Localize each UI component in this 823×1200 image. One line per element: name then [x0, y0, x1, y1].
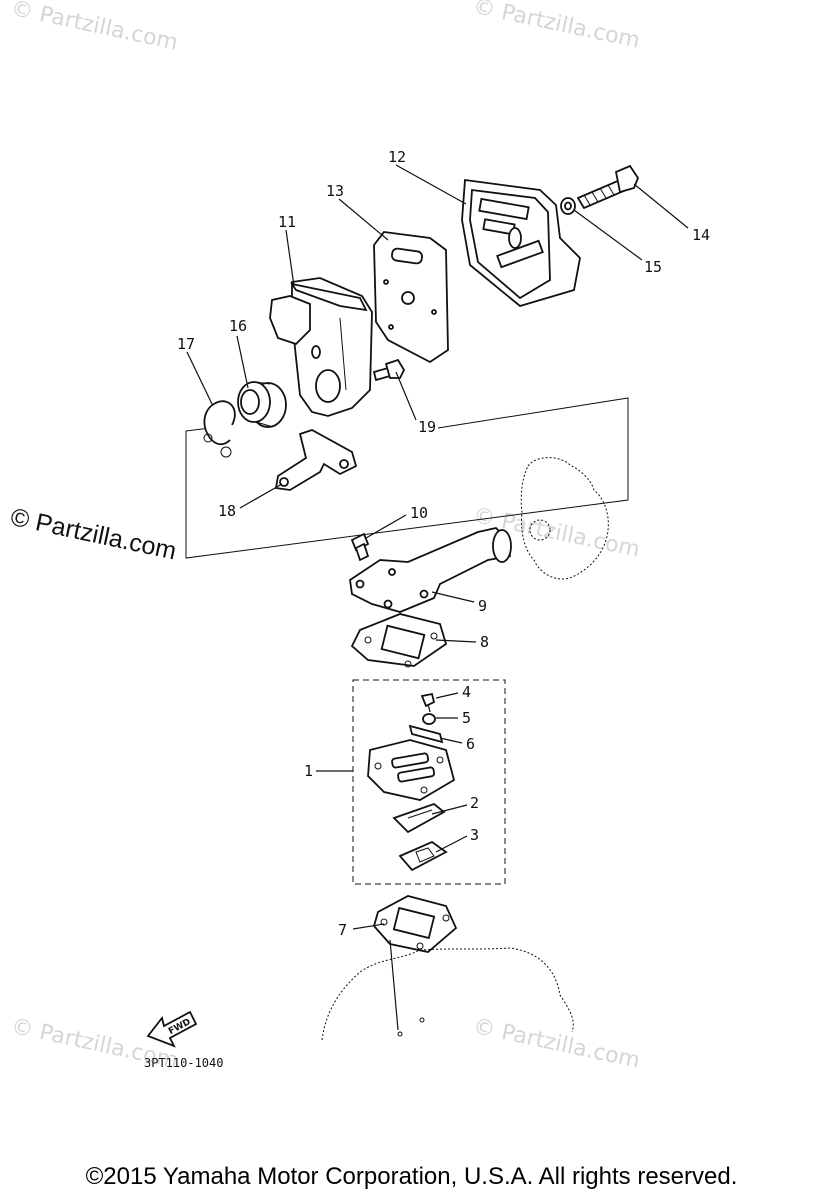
cylinder-outline	[520, 457, 609, 580]
part-11-silencer-case	[269, 277, 373, 417]
part-10-screw	[350, 532, 370, 562]
part-16-joint	[237, 381, 287, 428]
part-label-8: 8	[480, 633, 489, 651]
part-label-15: 15	[644, 258, 662, 276]
part-6-stopper	[408, 724, 444, 744]
crankcase-outline	[321, 947, 574, 1041]
part-9-manifold	[349, 527, 512, 613]
part-5-washer	[422, 713, 436, 725]
part-label-16: 16	[229, 317, 247, 335]
part-label-1: 1	[304, 762, 313, 780]
diagram-code: 3PT110-1040	[144, 1056, 223, 1070]
part-19-screw	[372, 358, 406, 382]
part-label-13: 13	[326, 182, 344, 200]
part-label-6: 6	[466, 735, 475, 753]
part-label-17: 17	[177, 335, 195, 353]
part-4-screw	[420, 692, 436, 713]
part-1-reed-valve-body	[367, 739, 456, 801]
part-label-18: 18	[218, 502, 236, 520]
part-label-10: 10	[410, 504, 428, 522]
part-label-2: 2	[470, 794, 479, 812]
fwd-arrow-icon: FWD	[146, 1010, 198, 1048]
part-label-5: 5	[462, 709, 471, 727]
part-13-filter	[373, 231, 449, 364]
part-label-7: 7	[338, 921, 347, 939]
part-label-4: 4	[462, 683, 471, 701]
group-boundary	[185, 397, 629, 559]
part-17-clip	[203, 400, 236, 458]
part-18-bracket	[274, 429, 358, 491]
part-12-silencer-cover	[461, 178, 581, 307]
part-15-washer	[560, 197, 576, 215]
part-2-reed	[392, 802, 446, 834]
part-3-reed	[398, 840, 448, 872]
part-label-14: 14	[692, 226, 710, 244]
part-label-12: 12	[388, 148, 406, 166]
assembly-1-boundary	[352, 679, 506, 885]
copyright-notice: ©2015 Yamaha Motor Corporation, U.S.A. A…	[85, 1163, 738, 1190]
part-label-9: 9	[478, 597, 487, 615]
part-7-gasket	[372, 895, 458, 953]
part-label-3: 3	[470, 826, 479, 844]
part-14-bolt	[576, 164, 640, 210]
part-label-19: 19	[418, 418, 436, 436]
part-label-11: 11	[278, 213, 296, 231]
leader-lines	[186, 164, 689, 1031]
part-8-gasket	[350, 613, 448, 668]
